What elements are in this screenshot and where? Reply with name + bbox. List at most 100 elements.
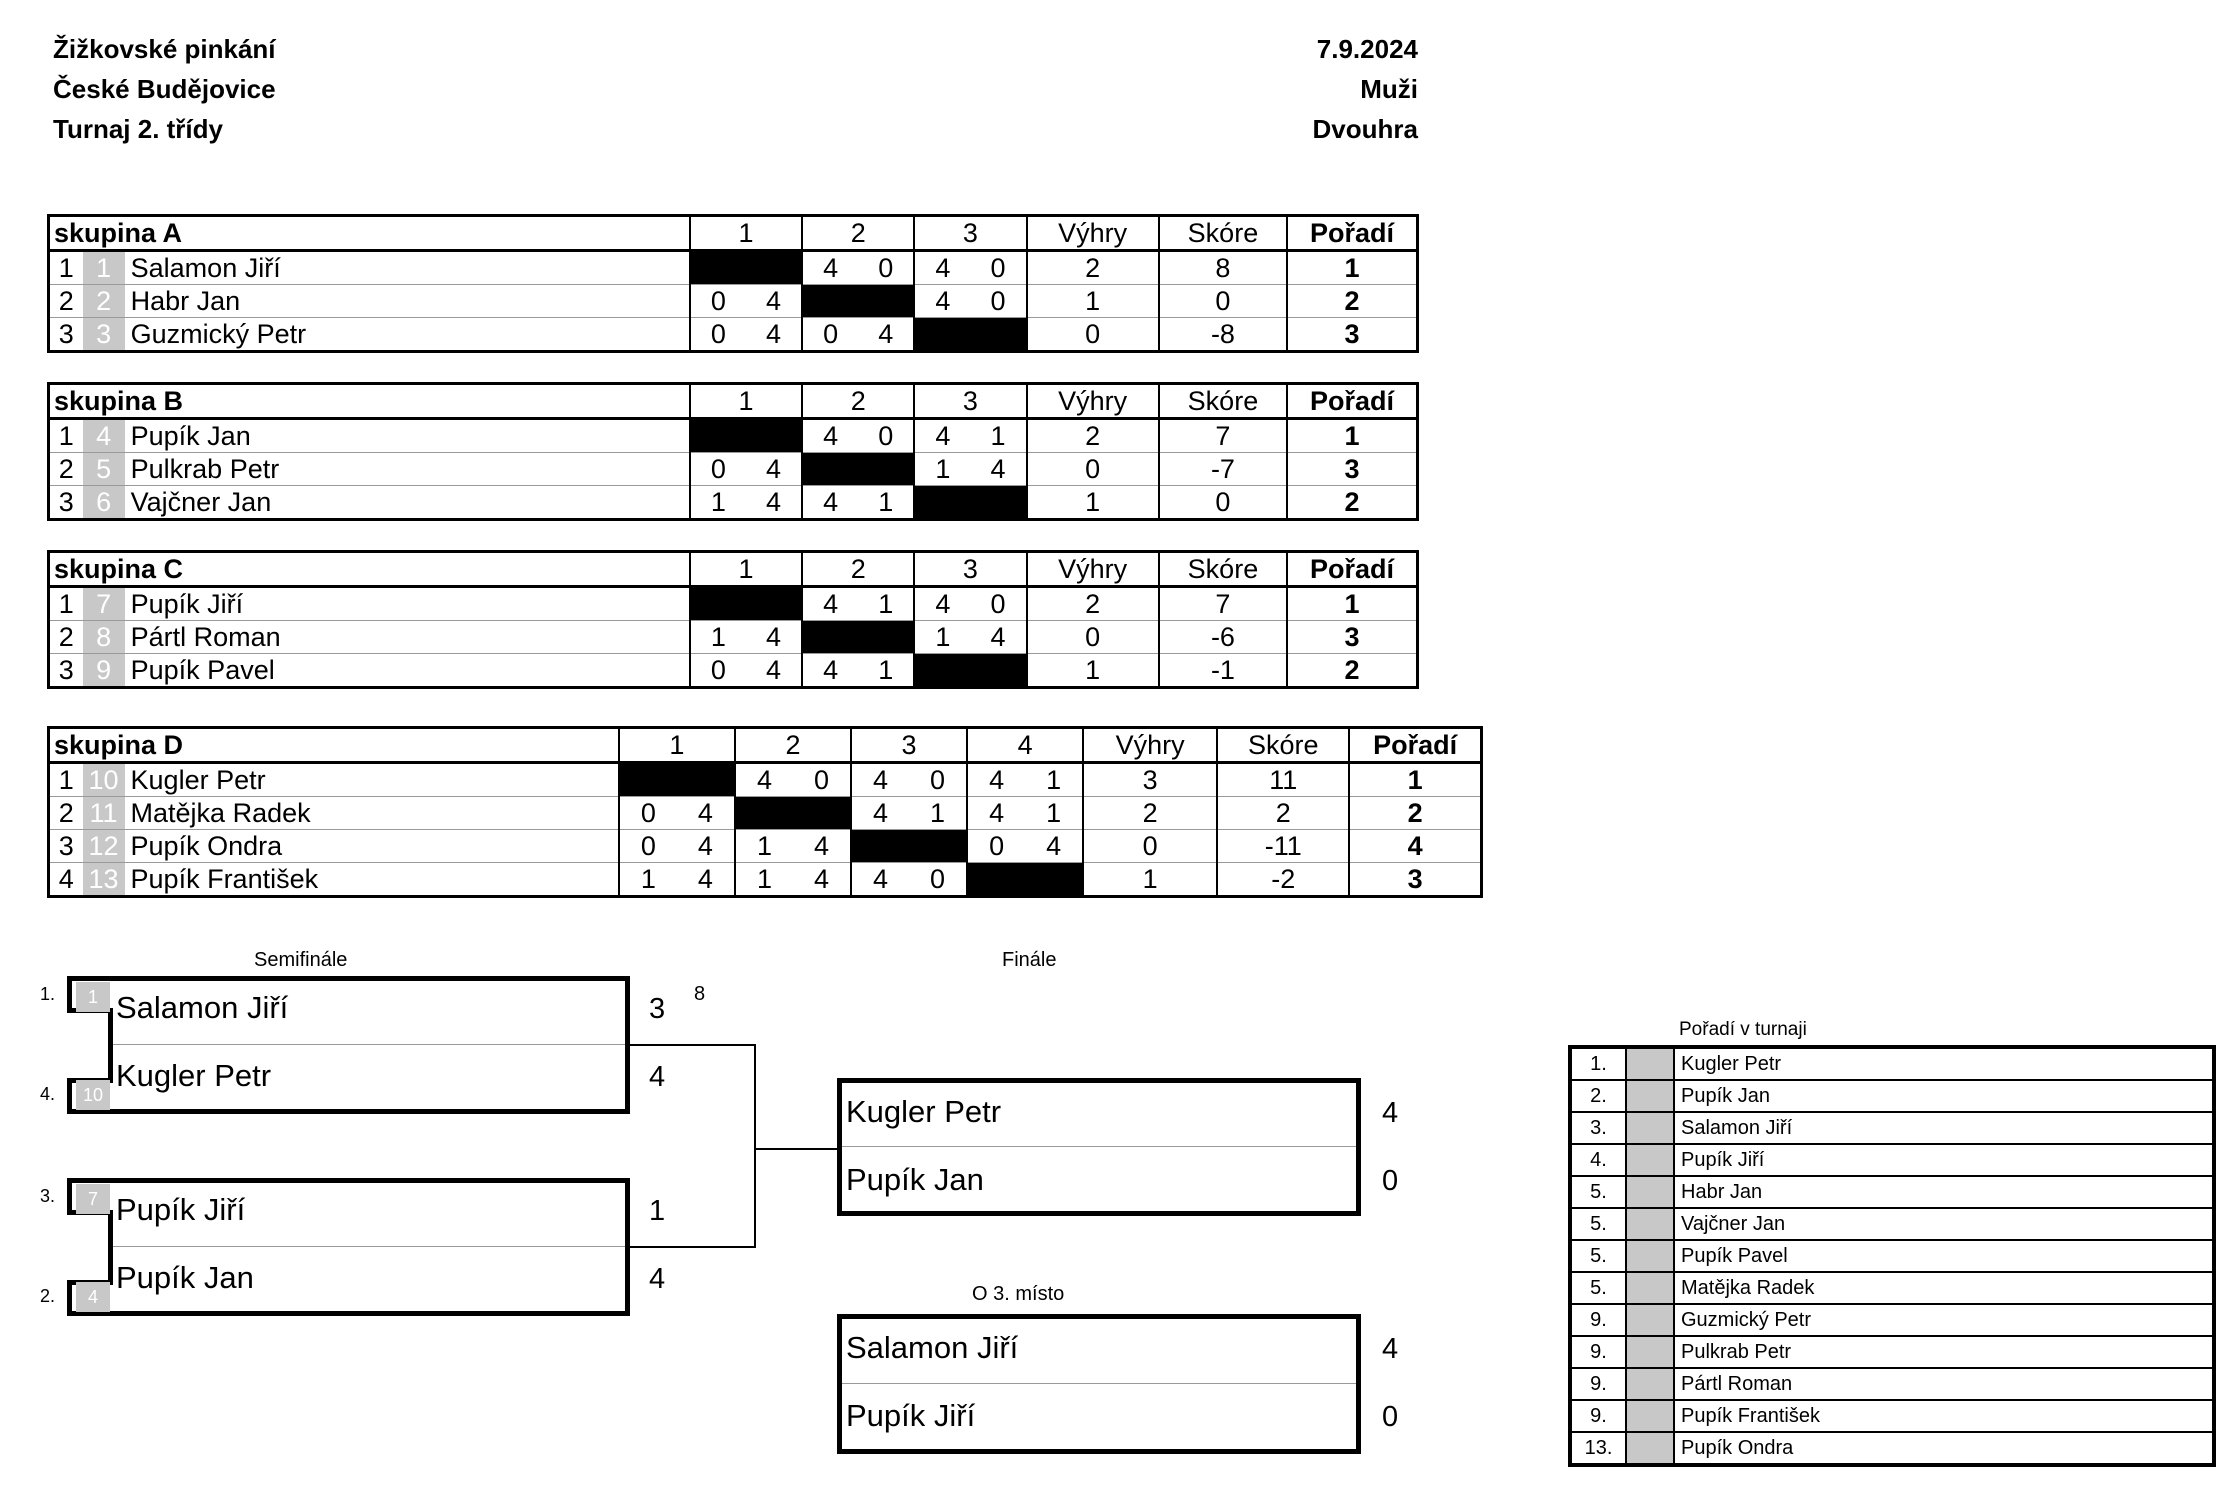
- game-score: 4: [745, 653, 803, 688]
- semifinal-label: Semifinále: [254, 949, 348, 971]
- list-item: 1.Kugler Petr: [1570, 1047, 2214, 1081]
- rank-value: 2: [1348, 796, 1483, 830]
- game-score: 1: [858, 586, 915, 621]
- game-score: 4: [745, 485, 803, 520]
- list-item: 5.Matějka Radek: [1570, 1272, 2214, 1305]
- rank-value: 3: [1286, 452, 1419, 486]
- bracket-connector: [754, 1148, 838, 1150]
- wins-value: 0: [1082, 829, 1219, 863]
- wins-value: 1: [1025, 284, 1160, 318]
- game-score: 4: [1025, 829, 1084, 863]
- score-value: 2: [1216, 796, 1351, 830]
- column-header-1: 1: [688, 551, 804, 588]
- wins-value: 0: [1025, 620, 1160, 654]
- third-p2-name: Pupík Jiří: [846, 1398, 976, 1433]
- wins-value: 2: [1025, 586, 1160, 621]
- final-label: Finále: [1002, 949, 1057, 971]
- game-score: 4: [858, 317, 915, 352]
- score-header: Skóre: [1157, 383, 1289, 420]
- ranking-position: 9.: [1570, 1368, 1627, 1401]
- column-header-2: 2: [801, 383, 916, 420]
- list-item: 5.Habr Jan: [1570, 1176, 2214, 1209]
- semifinal-2-box: [67, 1178, 630, 1316]
- score-value: -2: [1216, 862, 1351, 897]
- game-score: 4: [792, 829, 851, 863]
- game-score: 0: [792, 762, 851, 797]
- group-name: skupina A: [47, 215, 691, 252]
- ranking-position: 9.: [1570, 1304, 1627, 1337]
- row-number: 1: [47, 418, 83, 453]
- final-p1-score: 4: [1382, 1097, 1399, 1129]
- semi2-p1-pos: 3.: [40, 1186, 56, 1206]
- seed-number: 4: [82, 418, 125, 453]
- game-score: 0: [688, 317, 746, 352]
- tournament-title: Žižkovské pinkání: [53, 34, 276, 64]
- ranking-player-name: Pupík Jan: [1673, 1080, 2214, 1113]
- ranking-position: 5.: [1570, 1272, 1627, 1305]
- score-value: 8: [1157, 250, 1289, 285]
- column-header-1: 1: [688, 383, 804, 420]
- game-score: 4: [966, 762, 1026, 797]
- game-score: 1: [913, 452, 971, 486]
- score-value: -11: [1216, 829, 1351, 863]
- ranking-seed-cell: [1626, 1368, 1674, 1401]
- column-header-4: 4: [966, 727, 1085, 764]
- ranking-seed-cell: [1626, 1112, 1674, 1145]
- list-item: 4.Pupík Jiří: [1570, 1144, 2214, 1177]
- row-number: 2: [47, 796, 83, 830]
- game-score: 1: [688, 485, 746, 520]
- game-score: 4: [745, 284, 803, 318]
- score-value: -6: [1157, 620, 1289, 654]
- score-value: -8: [1157, 317, 1289, 352]
- category: Muži: [1360, 74, 1418, 104]
- row-number: 2: [47, 284, 83, 318]
- ranking-seed-cell: [1626, 1336, 1674, 1369]
- player-name: Pulkrab Petr: [124, 452, 691, 486]
- player-name: Pupík Jiří: [124, 586, 691, 621]
- game-score: 4: [970, 452, 1027, 486]
- group-name: skupina D: [47, 727, 620, 764]
- game-score: 1: [617, 862, 677, 897]
- row-number: 1: [47, 250, 83, 285]
- column-header-3: 3: [913, 551, 1028, 588]
- score-value: 7: [1157, 418, 1289, 453]
- list-item: 5.Vajčner Jan: [1570, 1208, 2214, 1241]
- ranking-player-name: Pártl Roman: [1673, 1368, 2214, 1401]
- wins-header: Výhry: [1025, 215, 1160, 252]
- list-item: 9.Pulkrab Petr: [1570, 1336, 2214, 1369]
- game-score: 4: [801, 586, 859, 621]
- third-place-label: O 3. místo: [972, 1283, 1065, 1305]
- third-place-box: [837, 1314, 1361, 1454]
- score-value: -7: [1157, 452, 1289, 486]
- game-score: 4: [676, 862, 735, 897]
- game-score: 0: [970, 250, 1027, 285]
- rank-value: 3: [1286, 620, 1419, 654]
- semi2-p2-seed: 4: [76, 1282, 110, 1312]
- game-score: 4: [801, 485, 859, 520]
- game-score: 0: [617, 829, 677, 863]
- game-score: 4: [966, 796, 1026, 830]
- self-match-block: [801, 620, 916, 654]
- self-match-block: [801, 284, 916, 318]
- group-name: skupina B: [47, 383, 691, 420]
- game-score: 0: [688, 452, 746, 486]
- third-p1-score: 4: [1382, 1333, 1399, 1365]
- rank-value: 1: [1286, 418, 1419, 453]
- game-score: 0: [858, 418, 915, 453]
- row-number: 1: [47, 762, 83, 797]
- game-score: 1: [733, 829, 793, 863]
- game-score: 4: [801, 653, 859, 688]
- row-number: 2: [47, 452, 83, 486]
- game-score: 0: [688, 653, 746, 688]
- ranking-position: 1.: [1570, 1047, 1627, 1081]
- game-score: 4: [745, 452, 803, 486]
- list-item: 13.Pupík Ondra: [1570, 1432, 2214, 1466]
- ranking-position: 5.: [1570, 1208, 1627, 1241]
- game-score: 1: [688, 620, 746, 654]
